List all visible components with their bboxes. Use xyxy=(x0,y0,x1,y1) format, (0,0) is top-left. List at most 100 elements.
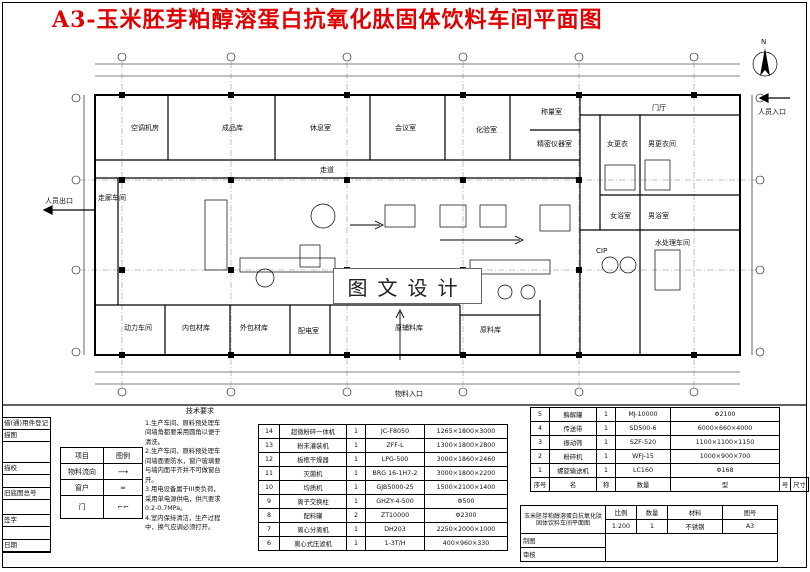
side-row: 描图 xyxy=(2,430,50,442)
side-row xyxy=(2,527,50,540)
personnel-exit-label: 人员出口 xyxy=(45,196,73,205)
legend-label: 物料流向 xyxy=(60,463,104,480)
equipment-dims: 400×960×330 xyxy=(424,536,508,551)
equipment-name: 振动筛 xyxy=(549,435,597,450)
equipment-model: WFJ-15 xyxy=(615,449,671,464)
equipment-dims: 1300×1800×2800 xyxy=(424,438,508,453)
equipment-dims: 1265×1800×3000 xyxy=(424,424,508,439)
material-value: 不锈钢 xyxy=(667,519,723,534)
inner-walls xyxy=(95,95,740,355)
room-women-wash: 女浴室 xyxy=(610,211,631,220)
watermark: 图文设计 xyxy=(333,268,482,304)
equipment-name: 粉末灌装机 xyxy=(279,438,347,453)
equipment-qty: 1 xyxy=(346,452,366,467)
side-row xyxy=(2,475,50,488)
room-west-corridor: 走廊车间 xyxy=(98,193,126,202)
equipment-no: 14 xyxy=(258,424,280,439)
equipment-name: 离心式压滤机 xyxy=(279,536,347,551)
technical-notes: 技术要求 1.生产车间、原料预处理车 间墙角都要采用圆角以便于 清洗。 2.生产… xyxy=(145,407,255,533)
note-line: 3.用电设备属于III类负荷， xyxy=(145,486,220,493)
equipment-model: 1-3T/H xyxy=(365,536,425,551)
side-registration: 借(通)用件登记 描图 描校 旧底图总号 签字 日期 xyxy=(2,417,51,553)
project-name: 玉米胚芽粕醇溶蛋白抗氧化肽固体饮料车间平面图 xyxy=(520,505,606,534)
equipment-name: 均质机 xyxy=(279,480,347,495)
note-line: 间墙角都要采用圆角以便于 xyxy=(145,429,221,436)
equipment-name: 板框干燥器 xyxy=(279,452,347,467)
equipment-model: MJ-10000 xyxy=(615,407,671,422)
side-row xyxy=(2,442,50,463)
room-rest: 休息室 xyxy=(310,123,331,132)
equipment-qty: 2 xyxy=(346,508,366,523)
equipment-dims: 1100×1100×1150 xyxy=(670,435,780,450)
equipment xyxy=(204,159,681,300)
room-finished-goods: 成品库 xyxy=(222,123,243,132)
note-line: 4.室内保持清洁，生产过程 xyxy=(145,514,221,522)
equipment-dims: Φ2100 xyxy=(670,407,780,422)
equipment-no: 11 xyxy=(258,466,280,481)
entrance-arrows xyxy=(42,93,790,215)
side-row: 借(通)用件登记 xyxy=(2,418,50,430)
sheet-label: 图号 xyxy=(722,505,778,520)
note-line: 清洗。 xyxy=(145,438,164,446)
room-electrical: 配电室 xyxy=(298,326,319,335)
room-men-wash: 男浴室 xyxy=(648,211,669,220)
compass-north-label: N xyxy=(761,38,766,46)
equipment-header-cell: 数量 xyxy=(615,477,671,492)
equipment-header-cell: 型 xyxy=(670,477,780,492)
equipment-model: LC160 xyxy=(615,463,671,478)
equipment-no: 1 xyxy=(530,463,550,478)
room-weighing: 称量室 xyxy=(541,107,562,116)
equipment-qty: 1 xyxy=(346,522,366,537)
door-symbol-icon: ⌐⌐ xyxy=(103,495,143,519)
equipment-no: 9 xyxy=(258,494,280,509)
equipment-no: 3 xyxy=(530,435,550,450)
equipment-name: 螺旋输送机 xyxy=(549,463,597,478)
equipment-name: 传送带 xyxy=(549,421,597,436)
equipment-dims: 3000×1800×2200 xyxy=(424,466,508,481)
equipment-dims: 6000×660×4000 xyxy=(670,421,780,436)
room-men-locker: 男更衣间 xyxy=(648,139,676,148)
room-water-treatment: 水处理车间 xyxy=(655,238,690,247)
title-block-empty xyxy=(605,533,778,562)
equipment-qty: 1 xyxy=(346,438,366,453)
equipment-dims: Φ500 xyxy=(424,494,508,509)
equipment-model: GHZY-4-500 xyxy=(365,494,425,509)
equipment-model: BRG 16-1H7-2 xyxy=(365,466,425,481)
equipment-name: 配料罐 xyxy=(279,508,347,523)
scale-value: 1:200 xyxy=(605,519,637,534)
axis-markers xyxy=(71,52,765,397)
material-label: 材料 xyxy=(667,505,723,520)
room-corridor: 走道 xyxy=(320,165,334,174)
count-label: 数量 xyxy=(636,505,668,520)
equipment-name: 粉碎机 xyxy=(549,449,597,464)
legend-label: 门 xyxy=(60,495,104,519)
room-women-locker: 女更衣 xyxy=(607,139,628,148)
equipment-no: 10 xyxy=(258,480,280,495)
equipment-qty: 1 xyxy=(346,494,366,509)
equipment-qty: 1 xyxy=(596,421,616,436)
equipment-qty: 1 xyxy=(596,435,616,450)
equipment-model: SZF-520 xyxy=(615,435,671,450)
side-row: 描校 xyxy=(2,463,50,475)
equipment-model: SD500-6 xyxy=(615,421,671,436)
equipment-dims: 2250×2000×1000 xyxy=(424,522,508,537)
note-line: 开。 xyxy=(145,476,158,484)
equipment-name: 灭菌机 xyxy=(279,466,347,481)
side-row: 日期 xyxy=(2,540,50,552)
equipment-no: 8 xyxy=(258,508,280,523)
equipment-model: ZT10000 xyxy=(365,508,425,523)
equipment-header-cell: 名 xyxy=(549,477,597,492)
count-value: 1 xyxy=(636,519,668,534)
equipment-dims: Φ168 xyxy=(670,463,780,478)
checked-label: 审核 xyxy=(520,547,606,562)
notes-heading: 技术要求 xyxy=(186,407,214,415)
equipment-name: 离心分离机 xyxy=(279,522,347,537)
